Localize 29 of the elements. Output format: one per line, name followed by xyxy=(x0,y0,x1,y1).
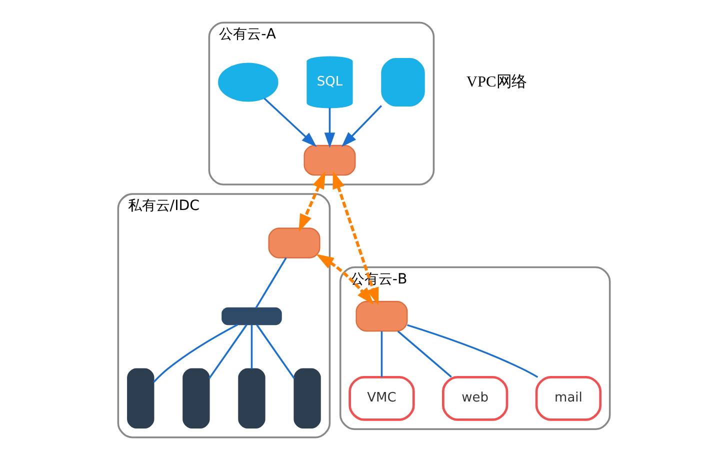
connector xyxy=(152,324,238,383)
arrow xyxy=(263,98,316,148)
cluster: 私有云/IDC xyxy=(116,193,330,438)
label: VPC网络 xyxy=(466,73,526,90)
node-box xyxy=(355,300,408,332)
node-box xyxy=(221,307,282,326)
connector xyxy=(208,324,247,380)
connector xyxy=(256,324,294,380)
node-box xyxy=(126,368,154,429)
connector xyxy=(254,257,286,308)
node-box: web xyxy=(442,376,508,421)
arrow xyxy=(332,170,378,306)
node-box xyxy=(182,368,210,429)
arrow xyxy=(316,254,374,305)
connector xyxy=(250,324,252,369)
arrow xyxy=(298,171,326,232)
node-box xyxy=(303,144,356,176)
node-box xyxy=(293,368,320,429)
node-box: VMC xyxy=(348,376,414,421)
connector xyxy=(396,330,452,378)
arrow xyxy=(340,105,382,147)
connector xyxy=(406,324,538,378)
arrow xyxy=(324,108,335,148)
node-box xyxy=(238,368,265,429)
node-box: mail xyxy=(534,376,602,421)
connector xyxy=(380,331,382,377)
node-box xyxy=(268,228,320,258)
node-box xyxy=(380,58,424,106)
node-cloud xyxy=(218,62,278,102)
